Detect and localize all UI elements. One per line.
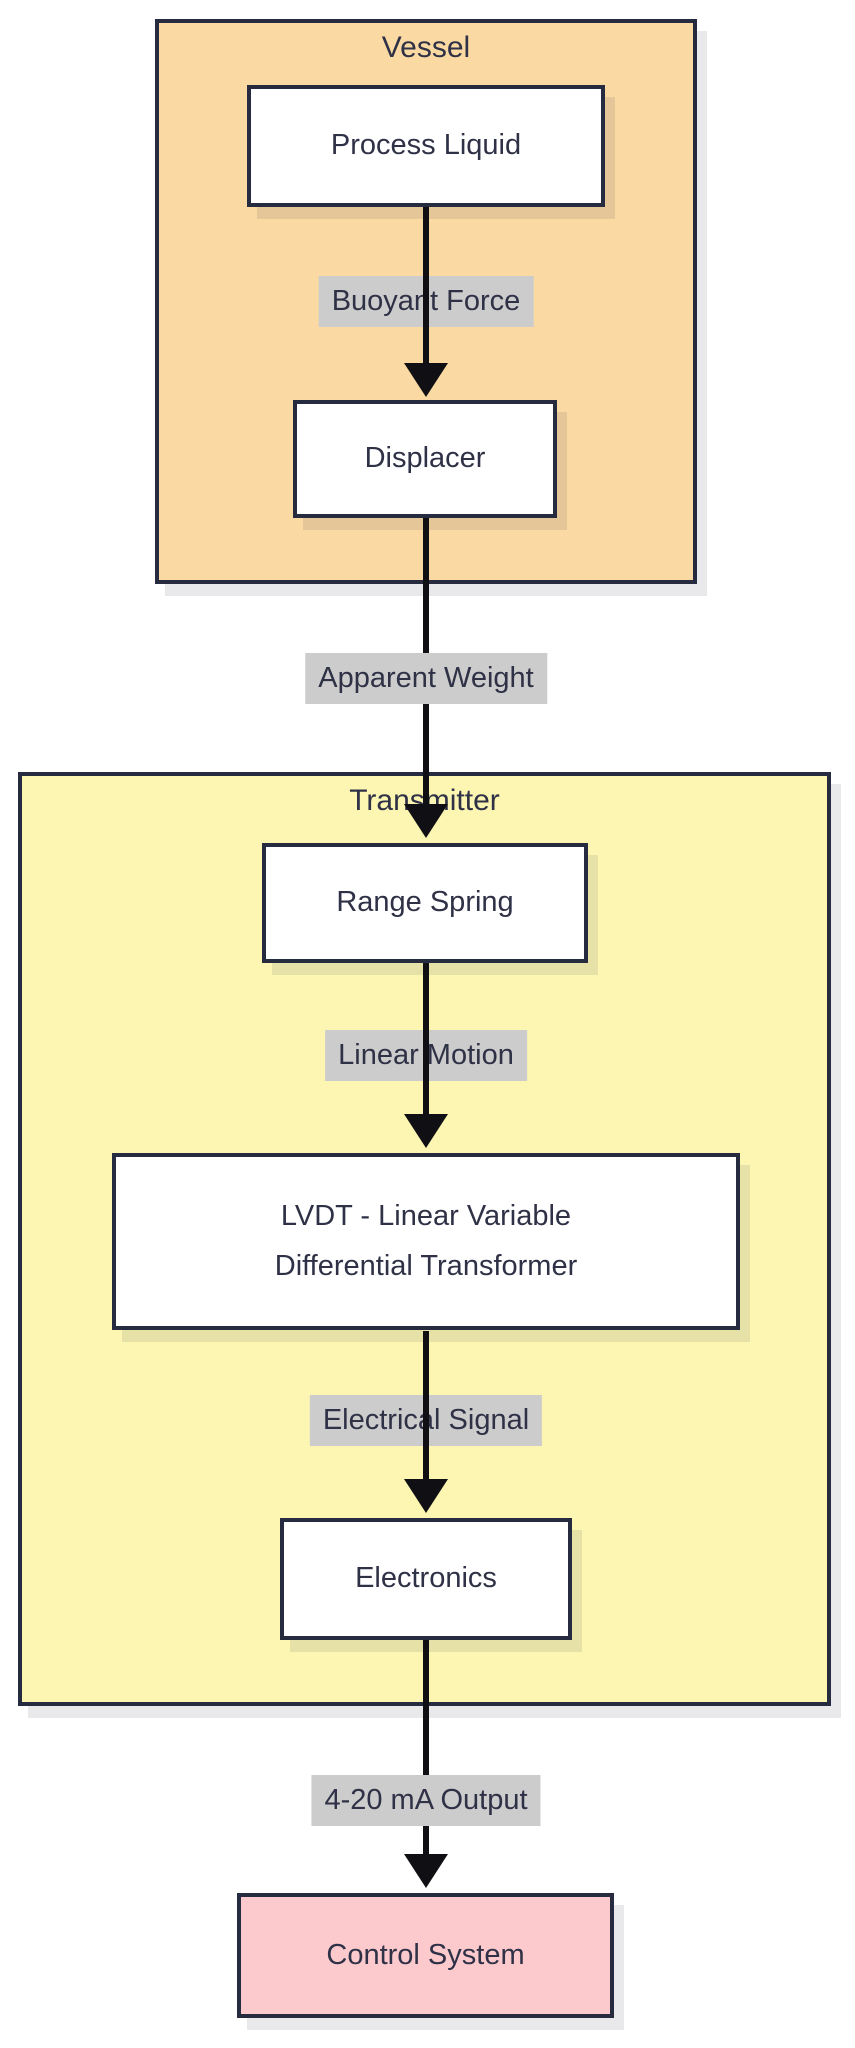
arrow-buoyant-force-head-icon bbox=[404, 363, 448, 397]
node-lvdt-label-line2: Differential Transformer bbox=[274, 1249, 578, 1282]
arrow-linear-motion-line bbox=[423, 963, 429, 1116]
node-range-spring-label: Range Spring bbox=[336, 886, 514, 919]
edge-label-output: 4-20 mA Output bbox=[311, 1775, 541, 1826]
arrow-output-line bbox=[423, 1640, 429, 1856]
vessel-container: Vessel Process Liquid Buoyant Force Disp… bbox=[155, 19, 697, 584]
node-lvdt-label: LVDT - Linear Variable Differential Tran… bbox=[275, 1192, 577, 1291]
node-electronics-label: Electronics bbox=[355, 1562, 497, 1595]
arrow-apparent-weight-head-icon bbox=[404, 804, 448, 838]
node-lvdt-label-line1: LVDT - Linear Variable bbox=[280, 1200, 572, 1233]
node-lvdt: LVDT - Linear Variable Differential Tran… bbox=[112, 1153, 740, 1330]
transmitter-container: Transmitter Range Spring Linear Motion L… bbox=[18, 772, 831, 1706]
node-control-system-label: Control System bbox=[326, 1938, 525, 1971]
node-control-system: Control System bbox=[237, 1893, 614, 2018]
node-displacer: Displacer bbox=[293, 400, 557, 518]
arrow-electrical-signal-line bbox=[423, 1331, 429, 1481]
arrow-linear-motion-head-icon bbox=[404, 1114, 448, 1148]
edge-label-apparent-weight: Apparent Weight bbox=[305, 653, 547, 704]
node-range-spring: Range Spring bbox=[262, 843, 588, 963]
arrow-electrical-signal-head-icon bbox=[404, 1479, 448, 1513]
node-electronics: Electronics bbox=[280, 1518, 572, 1640]
arrow-buoyant-force-line bbox=[423, 207, 429, 365]
node-process-liquid-label: Process Liquid bbox=[330, 129, 522, 162]
vessel-title: Vessel bbox=[381, 31, 471, 64]
arrow-output-head-icon bbox=[404, 1854, 448, 1888]
node-displacer-label: Displacer bbox=[364, 442, 486, 475]
node-process-liquid: Process Liquid bbox=[247, 85, 605, 207]
